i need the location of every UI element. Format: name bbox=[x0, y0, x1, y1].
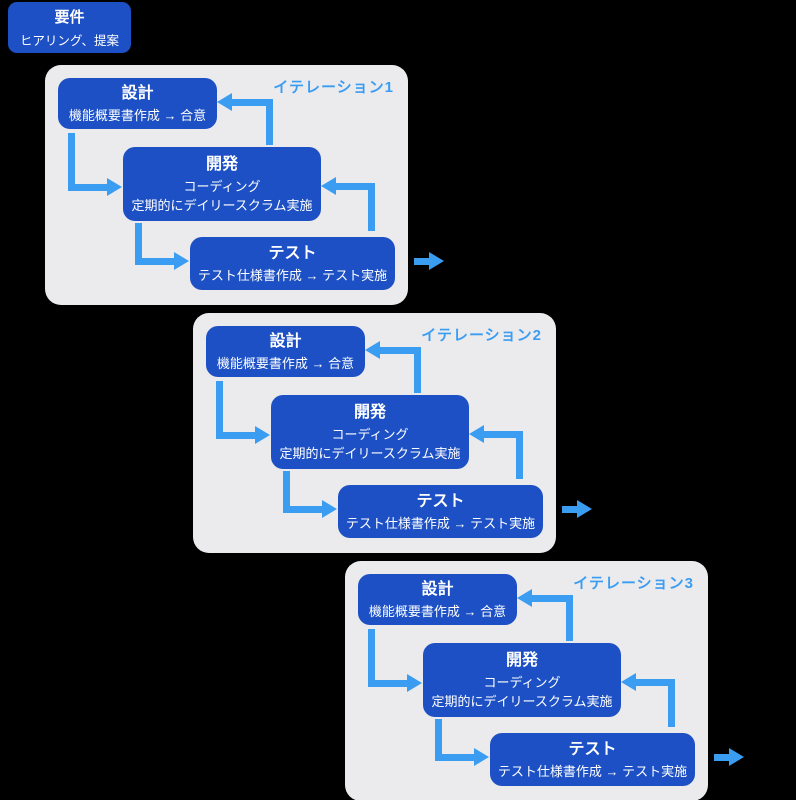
arrow-right-icon bbox=[107, 178, 122, 196]
development-box: 開発 コーディング 定期的にデイリースクラム実施 bbox=[123, 147, 321, 221]
arrow-design-to-dev-segment bbox=[68, 184, 109, 191]
requirements-box: 要件 ヒアリング、提案 bbox=[8, 2, 131, 53]
design-box-title: 設計 bbox=[269, 332, 302, 350]
design-box-subtitle: 機能概要書作成 → 合意 bbox=[368, 603, 507, 619]
iteration-panel-2: イテレーション2 設計 機能概要書作成 → 合意 開発 コーディング 定期的にデ… bbox=[193, 313, 592, 553]
arrow-right-icon bbox=[429, 252, 444, 270]
iteration-panel-3: イテレーション3 設計 機能概要書作成 → 合意 開発 コーディング 定期的にデ… bbox=[345, 561, 744, 800]
design-box: 設計 機能概要書作成 → 合意 bbox=[206, 326, 365, 377]
next-iteration-arrow-segment bbox=[414, 258, 429, 265]
arrow-right-icon bbox=[407, 674, 422, 692]
arrow-dev-to-test-segment bbox=[135, 258, 175, 265]
arrow-dev-to-design-segment bbox=[532, 595, 573, 602]
requirements-title: 要件 bbox=[54, 9, 85, 26]
arrow-left-icon bbox=[365, 341, 380, 359]
arrow-dev-to-design-segment bbox=[566, 595, 573, 641]
next-iteration-arrow-segment bbox=[562, 506, 577, 513]
arrow-left-icon bbox=[469, 425, 484, 443]
arrow-right-icon bbox=[474, 748, 489, 766]
arrow-left-icon bbox=[321, 177, 336, 195]
arrow-right-icon bbox=[174, 252, 189, 270]
design-box-title: 設計 bbox=[121, 84, 154, 102]
arrow-left-icon bbox=[621, 673, 636, 691]
arrow-test-to-dev-segment bbox=[336, 183, 375, 190]
development-box: 開発 コーディング 定期的にデイリースクラム実施 bbox=[271, 395, 469, 469]
test-box: テスト テスト仕様書作成 → テスト実施 bbox=[190, 237, 395, 290]
development-box-line2: 定期的にデイリースクラム実施 bbox=[431, 694, 613, 709]
test-box: テスト テスト仕様書作成 → テスト実施 bbox=[490, 733, 695, 786]
test-box-title: テスト bbox=[568, 740, 617, 758]
test-box-subtitle: テスト仕様書作成 → テスト実施 bbox=[197, 267, 388, 283]
arrow-test-to-dev-segment bbox=[516, 431, 523, 479]
test-box-title: テスト bbox=[268, 244, 317, 262]
arrow-right-icon bbox=[729, 748, 744, 766]
arrow-dev-to-test-segment bbox=[435, 719, 442, 761]
arrow-dev-to-design-segment bbox=[232, 99, 273, 106]
arrow-design-to-dev-segment bbox=[68, 133, 75, 191]
arrow-design-to-dev-segment bbox=[368, 629, 375, 687]
development-box-line1: コーディング bbox=[483, 674, 561, 690]
arrow-design-to-dev-segment bbox=[216, 432, 257, 439]
test-box-title: テスト bbox=[416, 492, 465, 510]
arrow-left-icon bbox=[217, 93, 232, 111]
test-box-subtitle: テスト仕様書作成 → テスト実施 bbox=[345, 515, 536, 531]
arrow-right-icon bbox=[322, 500, 337, 518]
arrow-dev-to-test-segment bbox=[283, 506, 323, 513]
design-box-subtitle: 機能概要書作成 → 合意 bbox=[216, 355, 355, 371]
arrow-dev-to-test-segment bbox=[435, 754, 475, 761]
development-box-title: 開発 bbox=[205, 155, 238, 173]
arrow-dev-to-test-segment bbox=[135, 223, 142, 265]
development-box: 開発 コーディング 定期的にデイリースクラム実施 bbox=[423, 643, 621, 717]
arrow-test-to-dev-segment bbox=[668, 679, 675, 727]
arrow-left-icon bbox=[517, 589, 532, 607]
arrow-test-to-dev-segment bbox=[484, 431, 523, 438]
design-box: 設計 機能概要書作成 → 合意 bbox=[358, 574, 517, 625]
development-box-line2: 定期的にデイリースクラム実施 bbox=[279, 446, 461, 461]
development-box-title: 開発 bbox=[505, 651, 538, 669]
iteration-label: イテレーション2 bbox=[421, 327, 542, 344]
arrow-dev-to-design-segment bbox=[266, 99, 273, 145]
development-box-title: 開発 bbox=[353, 403, 386, 421]
next-iteration-arrow-segment bbox=[714, 754, 729, 761]
design-box-title: 設計 bbox=[421, 580, 454, 598]
iteration-label: イテレーション3 bbox=[573, 575, 694, 592]
development-box-line1: コーディング bbox=[331, 426, 409, 442]
requirements-subtitle: ヒアリング、提案 bbox=[19, 34, 120, 48]
arrow-dev-to-test-segment bbox=[283, 471, 290, 513]
arrow-dev-to-design-segment bbox=[380, 347, 421, 354]
arrow-right-icon bbox=[577, 500, 592, 518]
arrow-design-to-dev-segment bbox=[368, 680, 409, 687]
design-box-subtitle: 機能概要書作成 → 合意 bbox=[68, 107, 207, 123]
arrow-test-to-dev-segment bbox=[368, 183, 375, 231]
development-box-line2: 定期的にデイリースクラム実施 bbox=[131, 198, 313, 213]
iteration-label: イテレーション1 bbox=[273, 79, 394, 96]
arrow-dev-to-design-segment bbox=[414, 347, 421, 393]
arrow-design-to-dev-segment bbox=[216, 381, 223, 439]
test-box-subtitle: テスト仕様書作成 → テスト実施 bbox=[497, 763, 688, 779]
test-box: テスト テスト仕様書作成 → テスト実施 bbox=[338, 485, 543, 538]
design-box: 設計 機能概要書作成 → 合意 bbox=[58, 78, 217, 129]
arrow-right-icon bbox=[255, 426, 270, 444]
iteration-panel-1: イテレーション1 設計 機能概要書作成 → 合意 開発 コーディング 定期的にデ… bbox=[45, 65, 444, 305]
arrow-test-to-dev-segment bbox=[636, 679, 675, 686]
development-box-line1: コーディング bbox=[183, 178, 261, 194]
